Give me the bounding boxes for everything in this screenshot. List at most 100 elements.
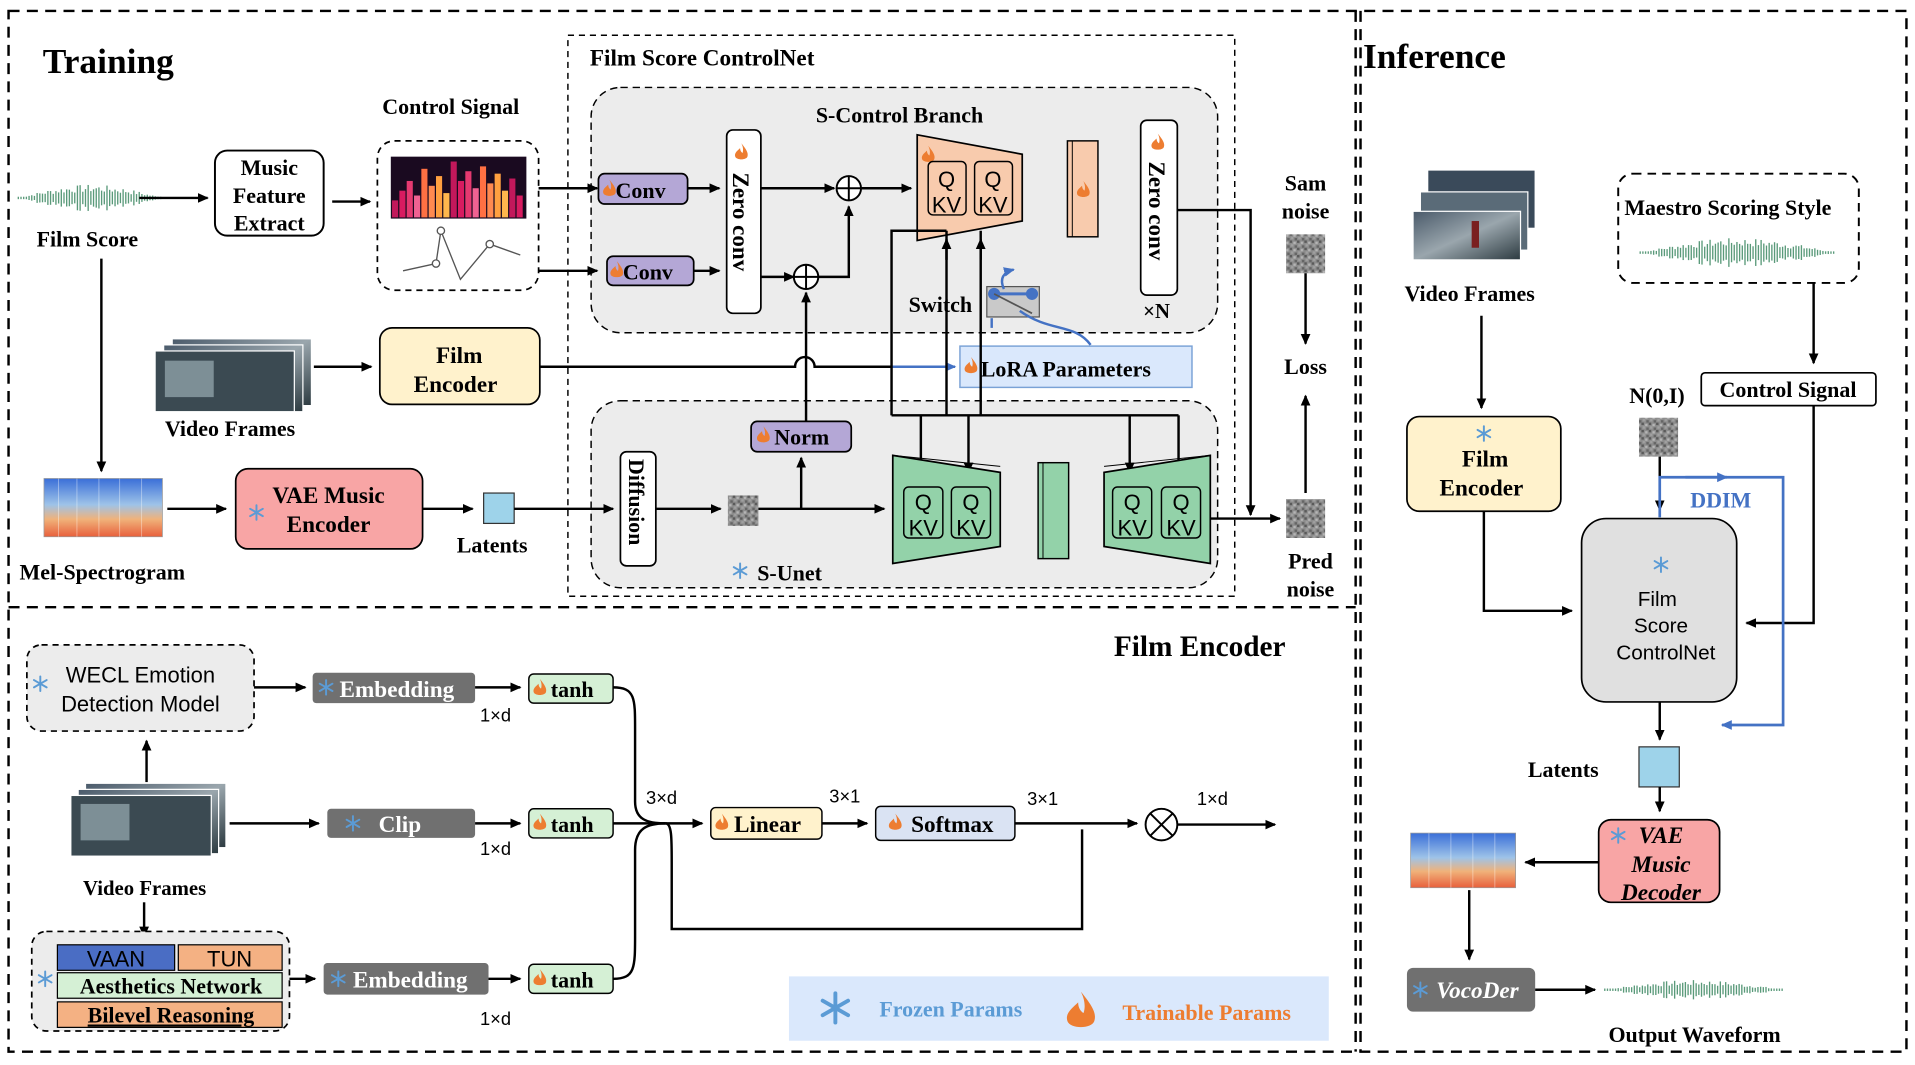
- dim-label: 1×d: [480, 838, 511, 859]
- conv-label-1: Conv: [616, 178, 666, 203]
- inference-spectrogram-icon: [1410, 832, 1516, 889]
- control-signal-bar: [457, 180, 465, 218]
- kv-label: KV: [1166, 516, 1196, 541]
- output-waveform-label: Output Waveform: [1608, 1022, 1780, 1047]
- pred-noise-label-1: Pred: [1288, 548, 1333, 573]
- tanh-label-3: tanh: [551, 967, 594, 992]
- legend-frozen-label: Frozen Params: [879, 997, 1022, 1022]
- dim-label: 3×1: [1027, 788, 1058, 809]
- q-label: Q: [915, 490, 932, 515]
- wecl-label-1: WECL Emotion: [66, 663, 215, 688]
- tun-label: TUN: [207, 947, 252, 972]
- output-waveform: [1604, 980, 1783, 1000]
- vocoder-box: [1406, 967, 1536, 1012]
- music-feature-extract-box: [213, 149, 325, 237]
- multiply-node: [1144, 807, 1179, 842]
- switch-icon: [986, 285, 1040, 318]
- linear-label: Linear: [734, 812, 801, 838]
- control-signal-bar: [494, 173, 501, 218]
- control-signal-bar: [406, 180, 413, 218]
- tanh-box-2: [528, 808, 614, 839]
- qkv-box-5: [1111, 486, 1153, 539]
- zero-conv-box-2: [1139, 119, 1179, 296]
- dim-label: 1×d: [1197, 788, 1228, 809]
- norm-label: Norm: [774, 425, 829, 450]
- qkv-box-1: [927, 160, 967, 216]
- zero-conv-label-1: Zero conv: [727, 172, 753, 271]
- dim-label: 3×1: [829, 786, 860, 807]
- music-feature-extract-label-2: Feature: [233, 183, 306, 208]
- kv-label: KV: [978, 193, 1008, 218]
- kv-label: KV: [1117, 516, 1147, 541]
- video-frames-icon-encoder: [70, 782, 227, 857]
- control-signal-bar: [516, 195, 523, 218]
- zero-conv-box-1: [725, 129, 762, 315]
- softmax-label: Softmax: [911, 812, 994, 838]
- sam-noise-label-1: Sam: [1285, 171, 1327, 196]
- vaan-box: [56, 944, 176, 971]
- aesthetics-box: [56, 972, 283, 999]
- aesthetics-label: Aesthetics Network: [80, 973, 263, 998]
- vae-decoder-label-2: Music: [1630, 852, 1690, 878]
- embedding-label-1: Embedding: [340, 677, 455, 703]
- controlnet-title: Film Score ControlNet: [590, 46, 815, 72]
- control-signal-bar: [465, 171, 472, 218]
- qkv-box-6: [1160, 486, 1202, 539]
- film-encoder-title: Film Encoder: [1114, 631, 1286, 663]
- vae-music-encoder-label-2: Encoder: [287, 512, 371, 538]
- q-label: Q: [984, 167, 1001, 192]
- vae-decoder-label-1: VAE: [1639, 823, 1684, 849]
- music-feature-extract-label-1: Music: [241, 155, 299, 180]
- qkv-box-4: [950, 486, 992, 539]
- video-frames-icon: [154, 338, 313, 413]
- inference-controlnet-label-1: Film: [1638, 588, 1677, 611]
- vae-music-encoder-box: [234, 467, 424, 550]
- diffusion-box: [619, 450, 657, 567]
- maestro-style-box: [1617, 172, 1860, 284]
- video-frames-label: Video Frames: [165, 416, 295, 441]
- dim-label: 1×d: [480, 704, 511, 725]
- maestro-waveform: [1639, 238, 1835, 267]
- noise-square-inference: [1638, 417, 1679, 457]
- vaan-label: VAAN: [87, 947, 145, 972]
- times-n-label: ×N: [1143, 301, 1170, 323]
- film-encoder-box: [378, 327, 541, 406]
- inference-video-frames-label: Video Frames: [1404, 281, 1534, 306]
- inference-title: Inference: [1363, 37, 1506, 76]
- control-signal-bar: [501, 190, 509, 218]
- control-signal-bar: [428, 185, 435, 218]
- video-frames-icon-inference: [1412, 169, 1536, 261]
- wecl-label-2: Detection Model: [61, 692, 220, 717]
- control-signal-bar: [399, 190, 406, 218]
- control-signal-bar: [436, 176, 443, 218]
- control-signal-bar: [392, 200, 399, 218]
- controlnet-region: [567, 34, 1236, 597]
- control-signal-label: Control Signal: [382, 94, 519, 119]
- noise-square-unet: [727, 495, 759, 526]
- embedding-label-2: Embedding: [353, 967, 468, 993]
- embedding-box-1: [312, 672, 476, 704]
- control-signal-bar: [509, 178, 516, 218]
- kv-label: KV: [909, 516, 939, 541]
- inference-latents-label: Latents: [1528, 757, 1599, 782]
- control-signal-bar: [487, 183, 494, 218]
- vocoder-label: VocoDer: [1436, 978, 1519, 1004]
- dim-label: 3×d: [646, 787, 677, 808]
- tanh-box-1: [528, 673, 614, 704]
- bilevel-label: Bilevel Reasoning: [88, 1003, 255, 1028]
- music-feature-extract-label-3: Extract: [234, 211, 305, 236]
- control-signal-bar: [479, 166, 487, 218]
- norm-box: [750, 420, 853, 453]
- latents-square: [483, 492, 515, 525]
- kv-label: KV: [956, 516, 986, 541]
- unet-up-block: [1103, 454, 1212, 565]
- add-node-1: [835, 175, 862, 202]
- video-frames-label-encoder: Video Frames: [83, 878, 206, 900]
- legend-trainable-label: Trainable Params: [1122, 1000, 1291, 1025]
- bilevel-box: [56, 1001, 283, 1028]
- zero-conv-label-2: Zero conv: [1143, 162, 1169, 261]
- unet-down-block: [891, 454, 1002, 565]
- control-signal-bar: [472, 188, 479, 218]
- film-score-label: Film Score: [37, 227, 139, 252]
- maestro-style-label: Maestro Scoring Style: [1624, 195, 1831, 220]
